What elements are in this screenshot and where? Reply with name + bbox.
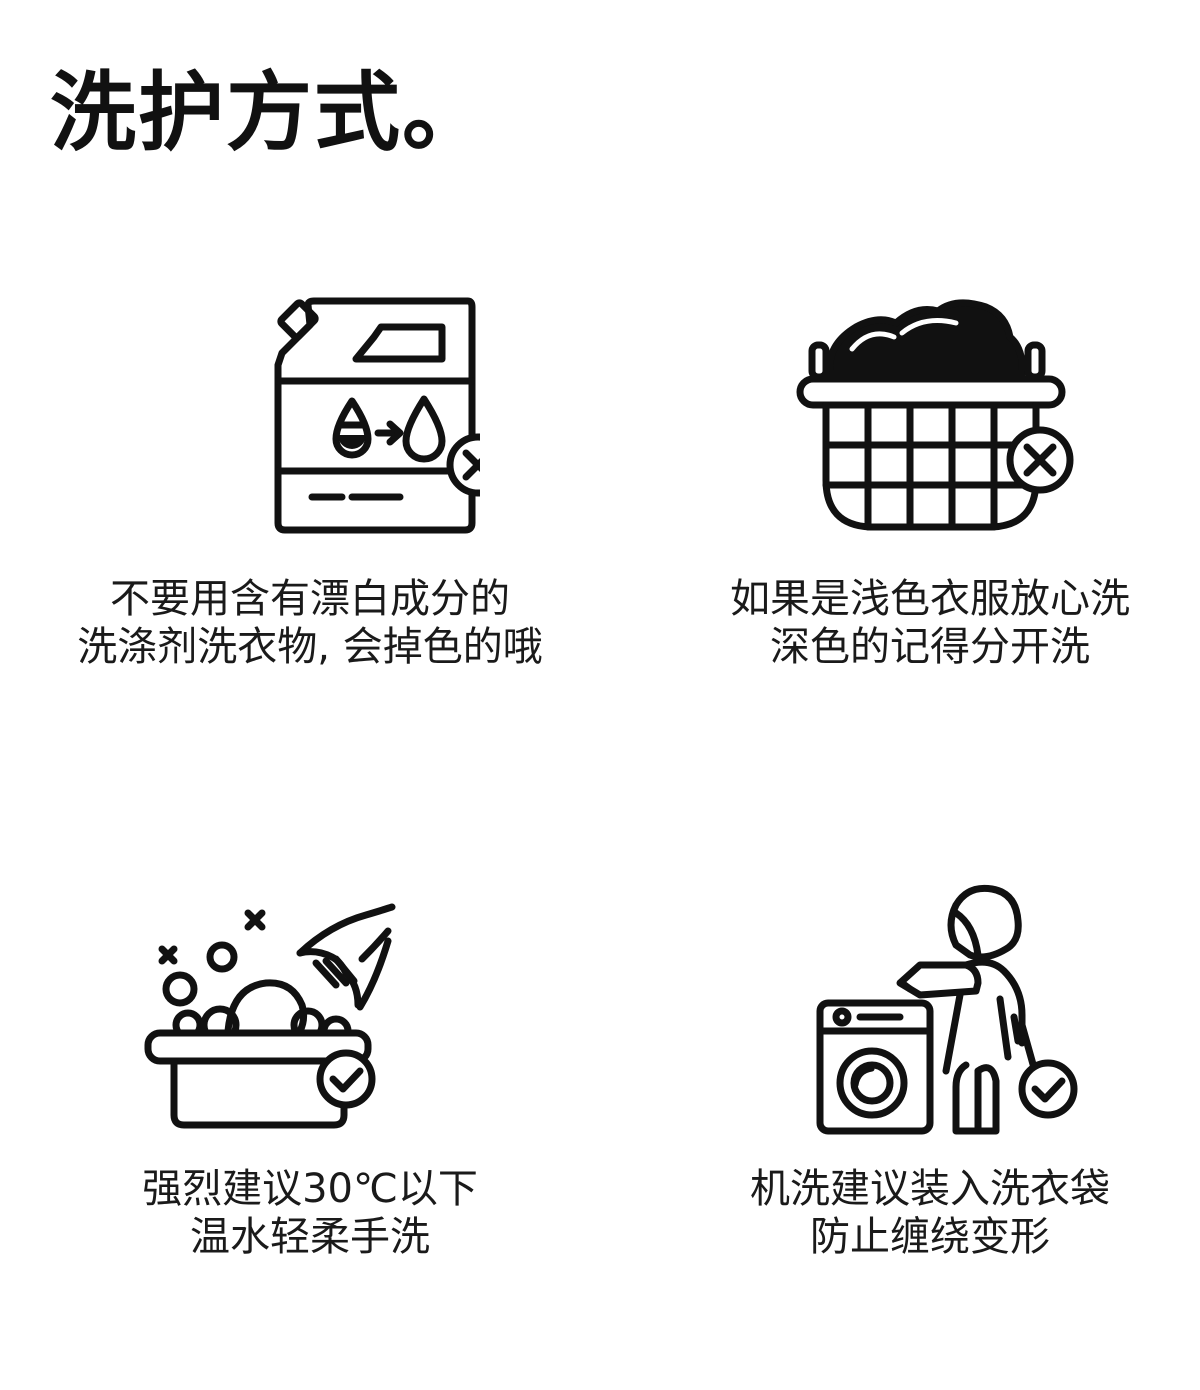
caption-line-1: 强烈建议30℃以下 xyxy=(142,1166,478,1212)
hand-wash-basin-icon xyxy=(140,865,480,1145)
care-caption: 不要用含有漂白成分的 洗涤剂洗衣物, 会掉色的哦 xyxy=(30,575,590,671)
caption-line-2: 洗涤剂洗衣物, 会掉色的哦 xyxy=(77,624,543,670)
caption-line-2: 深色的记得分开洗 xyxy=(770,624,1090,670)
care-card-laundry-bag: 机洗建议装入洗衣袋 防止缠绕变形 xyxy=(650,865,1200,1385)
caption-line-2: 温水轻柔手洗 xyxy=(190,1214,430,1260)
care-caption: 强烈建议30℃以下 温水轻柔手洗 xyxy=(30,1165,590,1261)
page-title: 洗护方式。 xyxy=(50,63,490,163)
washing-machine-person-icon xyxy=(760,865,1100,1145)
care-card-hand-wash: 强烈建议30℃以下 温水轻柔手洗 xyxy=(30,865,590,1385)
care-card-no-bleach: 不要用含有漂白成分的 洗涤剂洗衣物, 会掉色的哦 xyxy=(30,275,590,795)
caption-line-1: 不要用含有漂白成分的 xyxy=(110,576,510,622)
detergent-bottle-icon xyxy=(140,275,480,555)
caption-line-2: 防止缠绕变形 xyxy=(810,1214,1050,1260)
caption-line-1: 如果是浅色衣服放心洗 xyxy=(730,576,1130,622)
care-caption: 如果是浅色衣服放心洗 深色的记得分开洗 xyxy=(650,575,1200,671)
laundry-basket-icon xyxy=(760,275,1100,555)
care-card-separate-dark: 如果是浅色衣服放心洗 深色的记得分开洗 xyxy=(650,275,1200,795)
care-caption: 机洗建议装入洗衣袋 防止缠绕变形 xyxy=(650,1165,1200,1261)
caption-line-1: 机洗建议装入洗衣袋 xyxy=(750,1166,1110,1212)
